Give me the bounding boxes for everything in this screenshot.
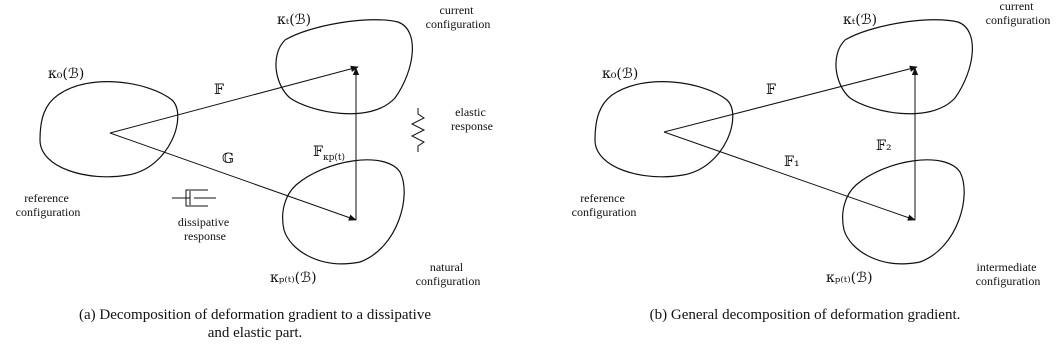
reference-config-label-b: reference configuration <box>572 191 637 219</box>
intermediate-body-b <box>842 159 965 265</box>
panel-a: κ₀(ℬ) κₜ(ℬ) κₚ₍ₜ₎(ℬ) 𝔽 𝔾 𝔽κp(t) current … <box>16 3 493 288</box>
caption-a: (a) Decomposition of deformation gradien… <box>10 306 500 342</box>
intermediate-config-label-b: intermediate configuration <box>976 260 1041 288</box>
caption-a-line-1: (a) Decomposition of deformation gradien… <box>79 307 431 323</box>
current-config-label-b: current configuration <box>986 0 1051 27</box>
arrow-F-a <box>109 65 359 134</box>
F-label-b: 𝔽 <box>766 82 776 98</box>
arrow-F1-b <box>663 131 916 221</box>
reference-config-label-a: reference configuration <box>16 191 81 219</box>
kappa0-label-b: κ₀(ℬ) <box>602 66 638 82</box>
caption-b: (b) General decomposition of deformation… <box>649 307 961 323</box>
dissipative-response-label: dissipative response <box>178 215 232 243</box>
F1-label-b: 𝔽₁ <box>784 154 800 170</box>
kappa-p-label-a: κₚ₍ₜ₎(ℬ) <box>270 270 317 286</box>
caption-a-line-2: and elastic part. <box>207 325 303 341</box>
current-config-label-a: current configuration <box>426 3 491 31</box>
Fkp-label-a: 𝔽κp(t) <box>313 144 345 163</box>
kappa-t-label-b: κₜ(ℬ) <box>843 12 877 28</box>
reference-body-a <box>39 81 179 178</box>
current-body-a <box>275 19 413 115</box>
kappa-p-label-b: κₚ₍ₜ₎(ℬ) <box>826 270 873 286</box>
dashpot-icon <box>172 189 216 207</box>
natural-body-a <box>282 159 405 265</box>
kappa0-label-a: κ₀(ℬ) <box>48 66 84 82</box>
elastic-response-label: elastic response <box>451 105 493 133</box>
panel-b: κ₀(ℬ) κₜ(ℬ) κₚ₍ₜ₎(ℬ) 𝔽 𝔽₁ 𝔽₂ current con… <box>572 0 1051 288</box>
spring-icon <box>410 108 426 152</box>
arrow-G-a <box>109 132 357 221</box>
kappa-t-label-a: κₜ(ℬ) <box>277 12 311 28</box>
natural-config-label-a: natural configuration <box>416 260 481 288</box>
reference-body-b <box>594 81 734 178</box>
G-label-a: 𝔾 <box>222 151 234 167</box>
arrow-F-b <box>663 65 918 133</box>
current-body-b <box>835 19 973 115</box>
F2-label-b: 𝔽₂ <box>876 138 892 154</box>
F-label-a: 𝔽 <box>214 82 224 98</box>
